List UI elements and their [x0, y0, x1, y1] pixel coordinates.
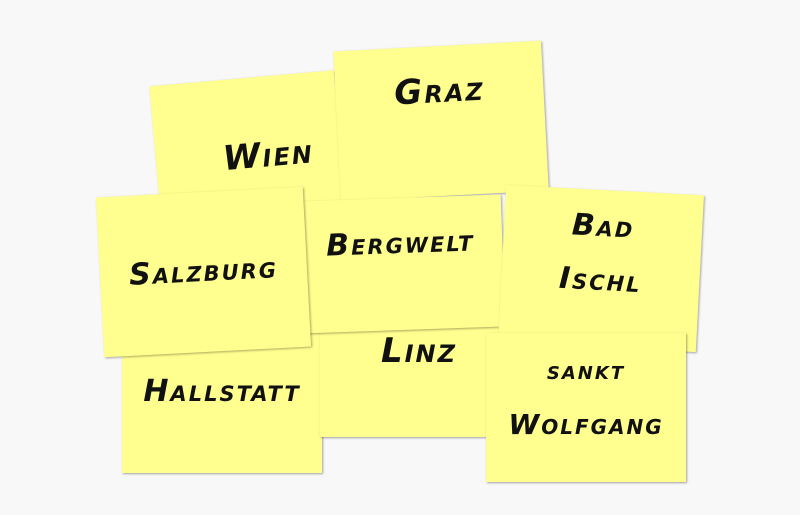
note-text: Bad: [571, 206, 636, 246]
note-text: Ischl: [558, 260, 643, 300]
note-text: Salzburg: [128, 250, 279, 293]
note-graz[interactable]: Graz: [333, 40, 549, 202]
note-salzburg[interactable]: Salzburg: [95, 186, 312, 358]
note-text: Hallstatt: [143, 373, 301, 409]
note-text: Wolfgang: [508, 407, 664, 441]
note-text: Wien: [221, 131, 316, 180]
note-hallstatt[interactable]: Hallstatt: [122, 330, 322, 473]
note-text: Bergwelt: [325, 223, 476, 264]
note-sankt-wolfgang[interactable]: sankt Wolfgang: [486, 333, 686, 482]
note-text: sankt: [546, 355, 626, 386]
note-bergwelt[interactable]: Bergwelt: [296, 194, 506, 334]
note-text: Linz: [380, 331, 458, 371]
note-bad-ischl[interactable]: Bad Ischl: [498, 184, 704, 353]
note-text: Graz: [393, 68, 486, 114]
